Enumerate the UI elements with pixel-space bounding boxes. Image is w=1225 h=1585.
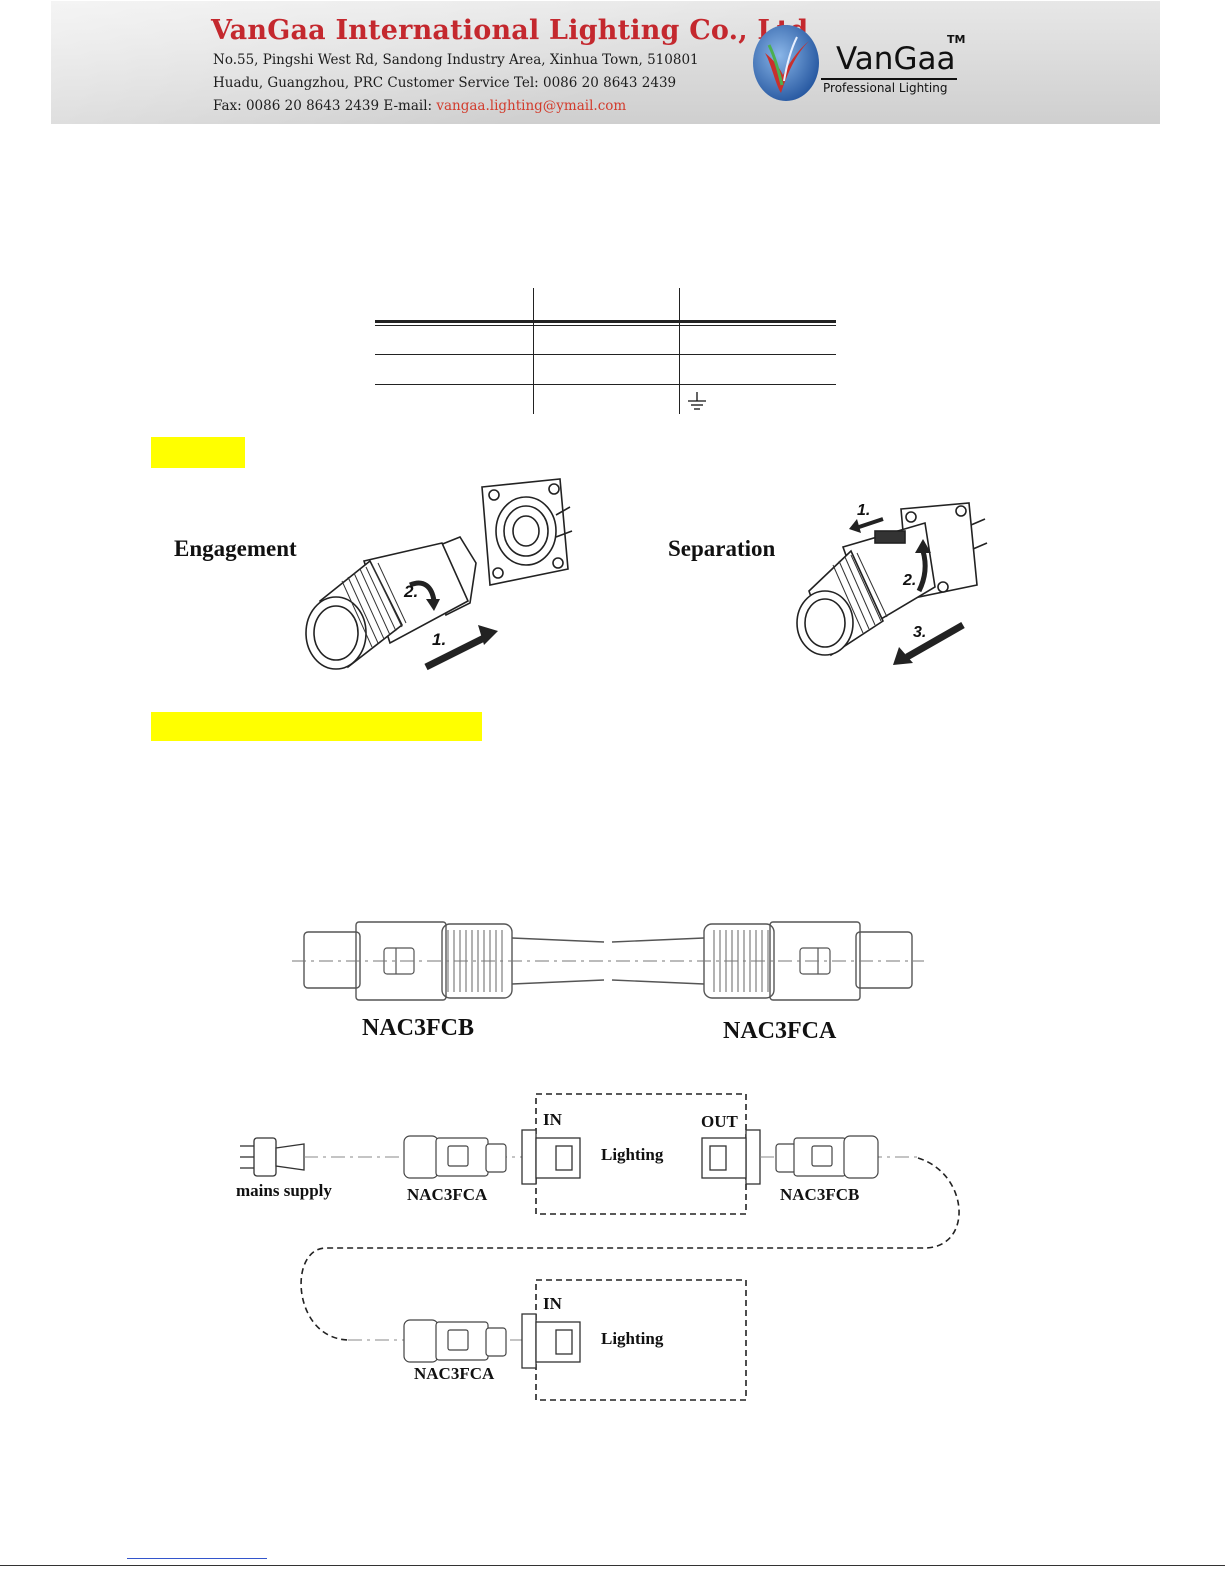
cable-connector bbox=[305, 536, 477, 670]
contact-line: Fax: 0086 20 8643 2439 E-mail: vangaa.li… bbox=[213, 98, 626, 114]
banner-shine bbox=[51, 1, 1160, 124]
company-name: VanGaa International Lighting Co., Ltd bbox=[211, 15, 809, 46]
rotate-arrowhead bbox=[915, 539, 931, 553]
pull-arrow-icon bbox=[905, 621, 965, 661]
vangaa-logo-icon bbox=[753, 25, 819, 101]
connector-nac3fcb bbox=[775, 1135, 879, 1179]
table-column-divider bbox=[533, 288, 534, 414]
knurl-texture bbox=[832, 552, 888, 634]
push-arrowhead bbox=[478, 625, 498, 645]
table-row-rule bbox=[375, 384, 836, 385]
address-line-2: Huadu, Guangzhou, PRC Customer Service T… bbox=[213, 75, 677, 91]
logo-wordmark: VanGaa bbox=[836, 41, 956, 77]
lighting-label: Lighting bbox=[601, 1329, 664, 1348]
footer-rule bbox=[0, 1565, 1225, 1566]
connector-label-a: NAC3FCA bbox=[407, 1185, 488, 1204]
left-plug-tip bbox=[303, 931, 361, 989]
engagement-label: Engagement bbox=[174, 536, 297, 561]
table-column-divider bbox=[679, 288, 680, 414]
link-cable-path bbox=[300, 1157, 960, 1341]
connector-label-b: NAC3FCB bbox=[780, 1185, 860, 1204]
rotate-arrow-icon bbox=[916, 550, 928, 593]
step-1-label: 1. bbox=[432, 630, 446, 649]
email-link[interactable]: vangaa.lighting@ymail.com bbox=[436, 98, 627, 114]
in-label: IN bbox=[543, 1110, 562, 1129]
separation-label: Separation bbox=[668, 536, 776, 561]
logo-underline bbox=[821, 78, 957, 80]
table-header-rule bbox=[375, 325, 836, 326]
panel-outlet bbox=[701, 1129, 761, 1185]
knurl-texture bbox=[341, 562, 407, 648]
rotate-arrow-icon bbox=[409, 580, 437, 602]
step-2-label: 2. bbox=[902, 572, 916, 589]
in-label: IN bbox=[543, 1294, 562, 1313]
pin-assignment-table bbox=[375, 288, 836, 414]
mains-plug-icon bbox=[240, 1137, 305, 1177]
pull-arrowhead bbox=[893, 647, 913, 665]
section-heading-highlight bbox=[151, 712, 482, 741]
connector-nac3fca bbox=[403, 1319, 507, 1363]
connector-label-a: NAC3FCA bbox=[723, 1018, 837, 1044]
step-1-label: 1. bbox=[857, 502, 870, 519]
table-row-rule bbox=[375, 354, 836, 355]
connector-label-a: NAC3FCA bbox=[414, 1364, 495, 1383]
cable-connector bbox=[796, 521, 936, 657]
out-label: OUT bbox=[701, 1112, 738, 1131]
connector-nac3fca bbox=[403, 1135, 507, 1179]
logo-tagline: Professional Lighting bbox=[823, 81, 948, 95]
step-2-label: 2. bbox=[403, 582, 418, 601]
section-heading-highlight bbox=[151, 437, 245, 468]
panel-inlet bbox=[521, 1129, 581, 1185]
separation-diagram: 1. 2. 3. bbox=[796, 502, 988, 665]
fax-label: Fax: 0086 20 8643 2439 E-mail: bbox=[213, 98, 437, 114]
header-banner: VanGaa International Lighting Co., Ltd N… bbox=[51, 1, 1160, 124]
push-arrow-icon bbox=[424, 633, 488, 671]
table-header-rule bbox=[375, 320, 836, 323]
connector-label-b: NAC3FCB bbox=[362, 1015, 474, 1041]
mains-supply-label: mains supply bbox=[236, 1181, 332, 1200]
footer-link-underline[interactable] bbox=[127, 1558, 267, 1559]
rotate-arrowhead bbox=[426, 599, 440, 611]
slide-arrow-icon bbox=[858, 517, 884, 529]
step-3-label: 3. bbox=[913, 624, 926, 641]
panel-socket bbox=[481, 478, 573, 586]
engagement-diagram: 2. 1. bbox=[305, 478, 573, 671]
daisy-chain-wiring-diagram bbox=[240, 1093, 960, 1401]
slide-arrowhead bbox=[849, 519, 861, 533]
cable-assembly-drawing bbox=[292, 921, 924, 1001]
address-line-1: No.55, Pingshi West Rd, Sandong Industry… bbox=[213, 52, 699, 68]
lighting-label: Lighting bbox=[601, 1145, 664, 1164]
logo-trademark: TM bbox=[947, 33, 966, 46]
right-plug-tip bbox=[855, 931, 913, 989]
ground-icon bbox=[688, 392, 706, 410]
panel-inlet bbox=[521, 1313, 581, 1369]
